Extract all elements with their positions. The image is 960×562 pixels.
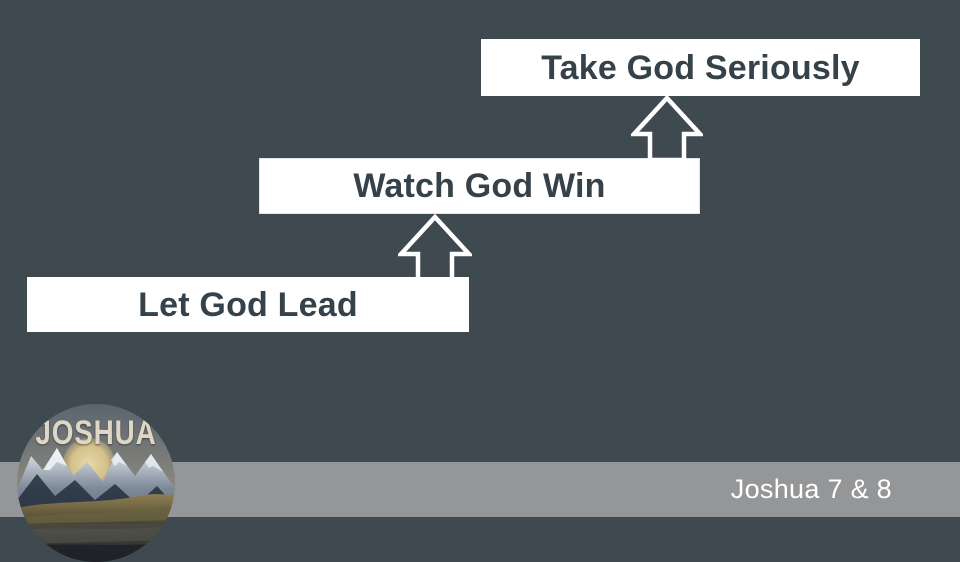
mountain-landscape-icon <box>17 404 175 562</box>
callout-take-god-seriously: Take God Seriously <box>481 39 920 96</box>
callout-label: Let God Lead <box>138 285 358 324</box>
callout-label: Take God Seriously <box>541 48 860 87</box>
callout-let-god-lead: Let God Lead <box>27 277 469 332</box>
callout-watch-god-win: Watch God Win <box>259 158 700 214</box>
up-arrow-icon <box>631 95 703 162</box>
slide-canvas: Take God Seriously Watch God Win Let God… <box>0 39 960 562</box>
callout-label: Watch God Win <box>353 167 606 205</box>
scripture-reference: Joshua 7 & 8 <box>730 474 892 504</box>
up-arrow-icon <box>398 214 472 282</box>
series-logo: JOSHUA <box>17 404 175 562</box>
